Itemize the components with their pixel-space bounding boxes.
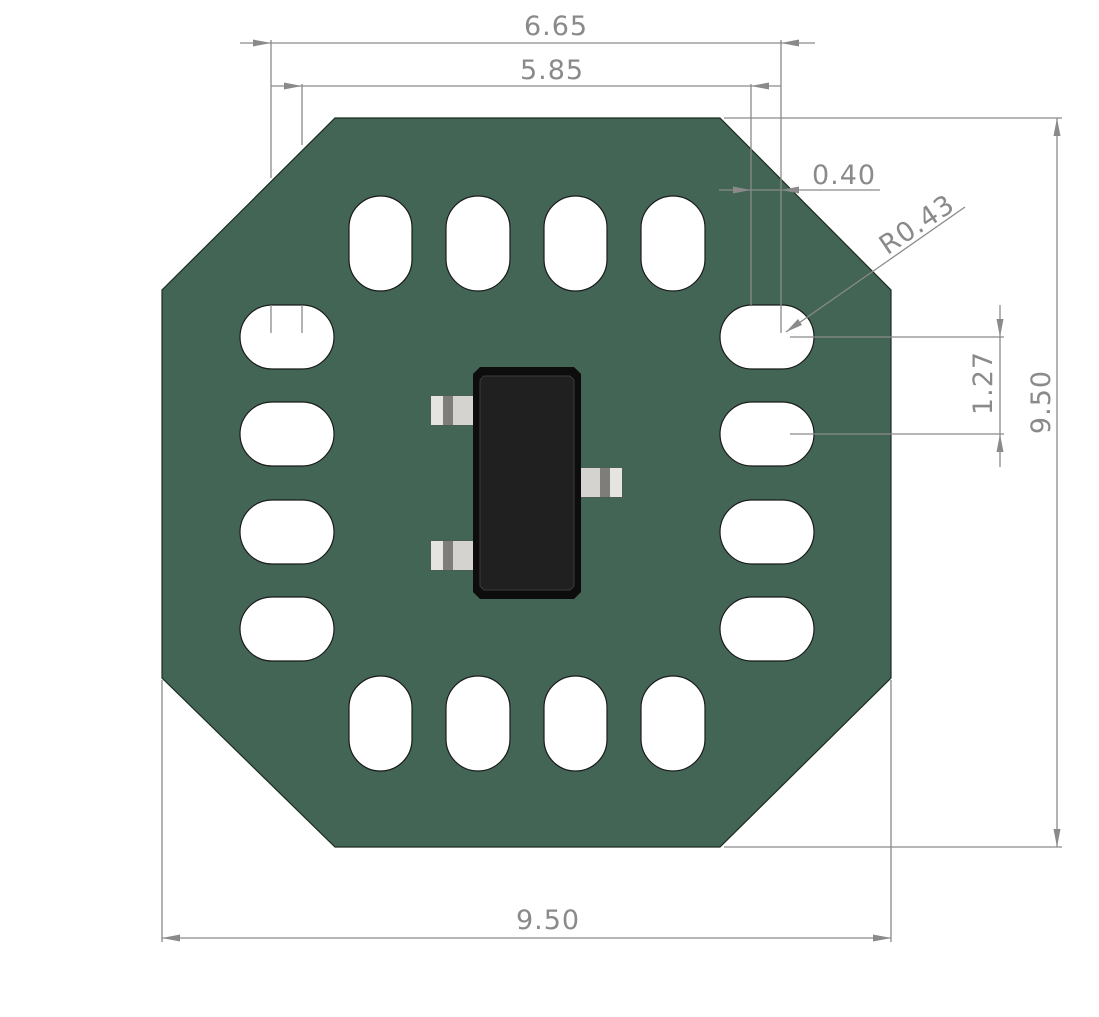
sot23-component [430,367,623,599]
dimension-slot-width: 0.40 [719,118,880,333]
dimension-inner-top: 5.85 [271,55,781,145]
dim-label-slot-width: 0.40 [812,160,876,191]
right-slot-column [719,304,815,662]
dim-label-pitch: 1.27 [968,351,999,415]
bottom-slot-row [348,675,706,772]
dimension-height: 9.50 [724,117,1062,848]
lead-left-top [430,395,474,426]
dim-label-height: 9.50 [1026,370,1057,434]
dimension-pitch: 1.27 [790,305,1004,467]
top-slot-row [348,195,706,292]
dim-label-overall-top: 6.65 [524,11,588,42]
dim-label-slot-radius: R0.43 [874,189,961,262]
slot [719,499,815,565]
dim-label-inner-top: 5.85 [520,55,584,86]
slot-guide-lines [270,305,303,333]
slot [239,499,335,565]
slot [543,195,608,292]
dim-label-width: 9.50 [516,905,580,936]
slot [348,675,413,772]
slot [239,401,335,467]
slot [640,675,706,772]
slot [445,675,511,772]
dimension-width: 9.50 [161,680,892,942]
slot [445,195,511,292]
slot [348,195,413,292]
lead-right [579,467,623,498]
slot [719,596,815,662]
lead-left-bottom [430,540,474,571]
slot [640,195,706,292]
left-slot-column [239,304,335,662]
slot [239,596,335,662]
dimension-overall-top: 6.65 [240,11,815,190]
slot [543,675,608,772]
slot [239,304,335,370]
chip-body-top [479,375,575,591]
